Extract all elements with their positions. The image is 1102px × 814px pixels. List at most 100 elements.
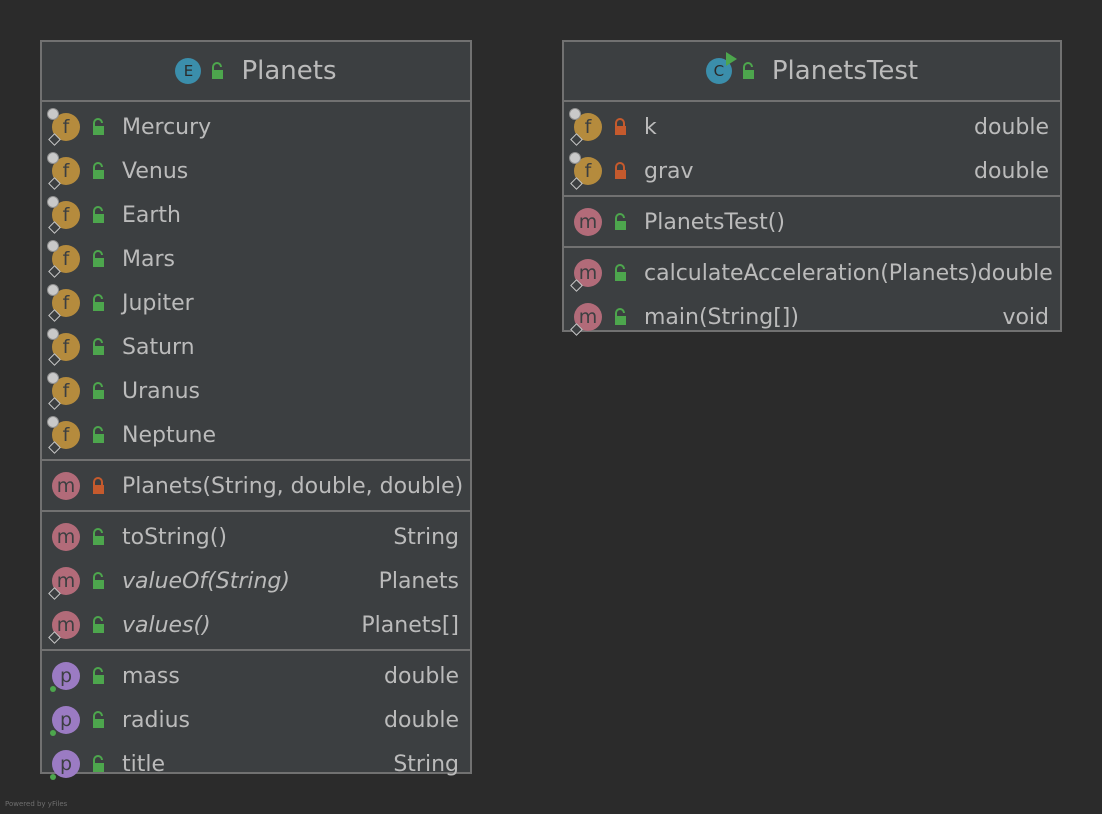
field-icon: f <box>47 108 80 146</box>
field-icon: f <box>569 152 602 190</box>
public-lock-icon <box>93 711 104 728</box>
member-type: Planets <box>378 568 459 594</box>
field-icon: f <box>47 240 80 278</box>
run-arrow-icon <box>725 52 737 66</box>
node-title: PlanetsTest <box>771 56 919 86</box>
static-marker-icon <box>48 397 61 410</box>
private-lock-icon <box>93 477 104 494</box>
member-name: Neptune <box>122 422 217 448</box>
member-section: m Planets(String, double, double) <box>42 461 470 512</box>
pin-icon <box>569 152 581 164</box>
pin-icon <box>47 196 59 208</box>
private-lock-icon <box>615 118 626 135</box>
static-marker-icon <box>570 177 583 190</box>
member-type: Planets[] <box>361 612 459 638</box>
field-icon: f <box>47 284 80 322</box>
property-icon: p <box>50 750 80 780</box>
runnable-class-icon: C <box>705 52 737 84</box>
member-name: PlanetsTest() <box>644 209 785 235</box>
pin-icon <box>47 108 59 120</box>
static-marker-icon <box>48 221 61 234</box>
member-name: Planets(String, double, double) <box>122 473 464 499</box>
member-type: void <box>1002 304 1049 330</box>
static-marker-icon <box>48 309 61 322</box>
member-type: String <box>393 751 459 777</box>
public-lock-icon <box>93 250 104 267</box>
member-name: Mars <box>122 246 175 272</box>
getter-marker-icon <box>50 730 56 736</box>
member-row[interactable]: f Mars <box>42 237 470 281</box>
node-title: Planets <box>241 56 337 86</box>
field-icon: f <box>47 416 80 454</box>
public-lock-icon <box>93 338 104 355</box>
public-lock-icon <box>93 572 104 589</box>
public-lock-icon <box>615 264 626 281</box>
public-lock-icon <box>93 426 104 443</box>
public-lock-icon <box>93 294 104 311</box>
static-marker-icon <box>48 177 61 190</box>
member-row[interactable]: f Mercury <box>42 105 470 149</box>
method-icon: m <box>570 303 602 336</box>
pin-icon <box>569 108 581 120</box>
enum-icon: E <box>175 58 202 84</box>
pin-icon <box>47 284 59 296</box>
public-lock-icon <box>93 206 104 223</box>
member-row[interactable]: m Planets(String, double, double) <box>42 464 470 508</box>
member-type: double <box>384 663 459 689</box>
member-type: double <box>384 707 459 733</box>
public-lock-icon <box>93 382 104 399</box>
field-icon: f <box>47 328 80 366</box>
member-name: Uranus <box>122 378 200 404</box>
method-icon: m <box>52 472 80 500</box>
method-icon: m <box>570 259 602 292</box>
member-row[interactable]: f Neptune <box>42 413 470 457</box>
method-icon: m <box>574 208 602 236</box>
getter-marker-icon <box>50 774 56 780</box>
public-lock-icon <box>93 118 104 135</box>
member-type: double <box>974 158 1049 184</box>
member-row[interactable]: f grav double <box>564 149 1060 193</box>
member-type: String <box>393 524 459 550</box>
member-name: toString() <box>122 524 227 550</box>
member-name: Venus <box>122 158 189 184</box>
member-name: radius <box>122 707 191 733</box>
field-icon: f <box>47 152 80 190</box>
property-icon: p <box>50 662 80 692</box>
member-name: grav <box>644 158 694 184</box>
member-type: double <box>974 114 1049 140</box>
public-lock-icon <box>615 213 626 230</box>
member-row[interactable]: f Venus <box>42 149 470 193</box>
field-icon: f <box>47 196 80 234</box>
public-lock-icon <box>93 616 104 633</box>
member-name: Mercury <box>122 114 212 140</box>
member-row[interactable]: m PlanetsTest() <box>564 200 1060 244</box>
method-icon: m <box>48 567 80 600</box>
member-name: calculateAcceleration(Planets) <box>644 260 978 286</box>
public-lock-icon <box>93 667 104 684</box>
pin-icon <box>47 328 59 340</box>
public-lock-icon <box>93 162 104 179</box>
public-lock-icon <box>93 755 104 772</box>
node-header: E Planets <box>42 42 470 102</box>
